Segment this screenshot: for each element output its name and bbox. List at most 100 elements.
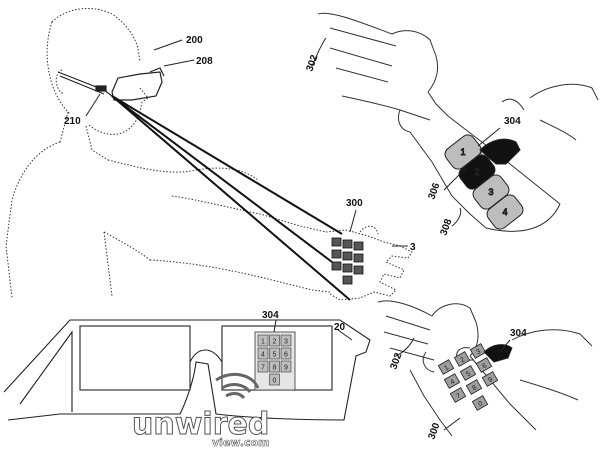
arm-inner [103, 231, 151, 261]
hand-key-label: 1 [443, 364, 450, 372]
arm-lower [149, 259, 331, 293]
ref-glasses-top: 200 [186, 35, 203, 46]
glasses-display [3, 319, 371, 421]
finger-line-1 [329, 27, 397, 47]
vkey-3-label: 3 [488, 187, 493, 197]
hand-key-label: 7 [455, 392, 462, 400]
forearm-end [485, 203, 561, 232]
chest-outline [107, 159, 259, 181]
ref-keypad-bottom-right: 304 [510, 328, 527, 339]
pointing-finger [479, 138, 521, 165]
fingers-bottom-right [377, 300, 479, 357]
person-outline [5, 8, 413, 301]
wifi-arc-3 [215, 372, 260, 389]
watermark-sub: view.com [212, 436, 270, 449]
thumb-br [422, 351, 435, 373]
ref-lens: 208 [196, 56, 213, 67]
glasses-frame-outer [3, 319, 371, 421]
display-key-4 [257, 347, 269, 360]
arm-top-right [317, 12, 599, 232]
hand-key-label: 5 [465, 370, 472, 378]
display-key-6 [280, 347, 292, 360]
projection-beams [111, 95, 351, 301]
display-key-label: 1 [261, 339, 265, 346]
display-key-7 [257, 360, 269, 373]
hand-key-label: 6 [481, 362, 488, 370]
display-key-8 [269, 360, 280, 373]
wifi-arc-2 [225, 392, 246, 400]
thumb-top-right [397, 109, 411, 133]
display-key-label: 0 [273, 378, 277, 385]
glasses-lens-rim [111, 71, 163, 101]
arm-upper [171, 195, 327, 233]
vertical-keypad: 1 2 3 4 [444, 134, 524, 230]
finger-lines-br [383, 315, 435, 361]
hand-keypad [331, 237, 364, 285]
display-key-9 [280, 360, 292, 373]
head-outline [51, 8, 141, 63]
display-key-label: 4 [261, 352, 265, 359]
display-key-3 [280, 334, 292, 347]
grid-keypad-br [437, 343, 513, 411]
ref-keypad-top-right: 304 [504, 116, 521, 127]
display-key-label: 6 [284, 352, 288, 359]
display-key-0 [269, 373, 280, 386]
vkey-2-label: 2 [474, 167, 479, 177]
glasses-frame-inner [19, 330, 73, 412]
ref-hand-main: 300 [346, 198, 363, 209]
display-key-label: 7 [261, 365, 265, 372]
nose-bridge [189, 349, 223, 363]
hand-key-label: 3 [475, 348, 482, 356]
hand-outline [325, 229, 413, 301]
face-outline [46, 21, 71, 115]
wifi-arc-1 [221, 383, 252, 393]
hand-key-label: 9 [487, 376, 494, 384]
touch-hand [480, 83, 599, 161]
thumb-outline [359, 225, 379, 235]
ref-display-lens: 304 [262, 310, 279, 321]
display-key-1 [257, 334, 269, 347]
display-key-label: 5 [273, 352, 277, 359]
palm-bottom [341, 95, 431, 121]
ear-outline [55, 69, 65, 95]
hand-key-label: 0 [477, 400, 484, 408]
ref-arm-bottom-right: 302 [388, 351, 404, 371]
hand-key-label: 4 [449, 378, 456, 386]
shoulder-outline [5, 141, 61, 299]
vkey-1-label: 1 [460, 147, 465, 157]
forearm-bottom-edge [409, 131, 487, 229]
ref-arrow-top-right: 308 [438, 217, 454, 237]
finger-line-3 [335, 67, 389, 83]
display-key-5 [269, 347, 280, 360]
ref-key-selected: 306 [426, 181, 442, 201]
glasses-on-head [57, 67, 165, 101]
glasses-bridge [149, 67, 165, 77]
key-4 [486, 194, 524, 230]
body-side [103, 231, 113, 297]
br-key-labels: 1 2 3 4 5 6 7 8 9 0 [443, 348, 494, 408]
hand-key-label: 2 [459, 356, 466, 364]
fingers-top-right [317, 12, 449, 117]
display-key-label: 3 [284, 339, 288, 346]
display-key-label: 2 [273, 339, 277, 346]
display-key-2 [269, 334, 280, 347]
finger-line-2 [329, 47, 393, 67]
glasses-temple-arm [57, 71, 113, 97]
ref-glasses-bottom: 20 [334, 322, 346, 333]
display-key-label: 8 [273, 365, 277, 372]
display-key-label: 9 [284, 365, 288, 372]
vkey-4-label: 4 [502, 207, 507, 217]
watermark-main: unwired [132, 407, 269, 442]
ref-hand-bottom-right: 300 [426, 421, 442, 441]
hand-key-label: 8 [471, 384, 478, 392]
watermark: unwired view.com [132, 372, 270, 449]
leader-lines [85, 37, 511, 431]
left-lens [79, 325, 191, 391]
ref-projector: 210 [64, 116, 81, 127]
ref-arm-top-right: 302 [304, 53, 320, 73]
ref-hand-main-edge: 3 [410, 242, 416, 253]
projector-box [95, 85, 107, 92]
neck-outline [85, 125, 109, 161]
